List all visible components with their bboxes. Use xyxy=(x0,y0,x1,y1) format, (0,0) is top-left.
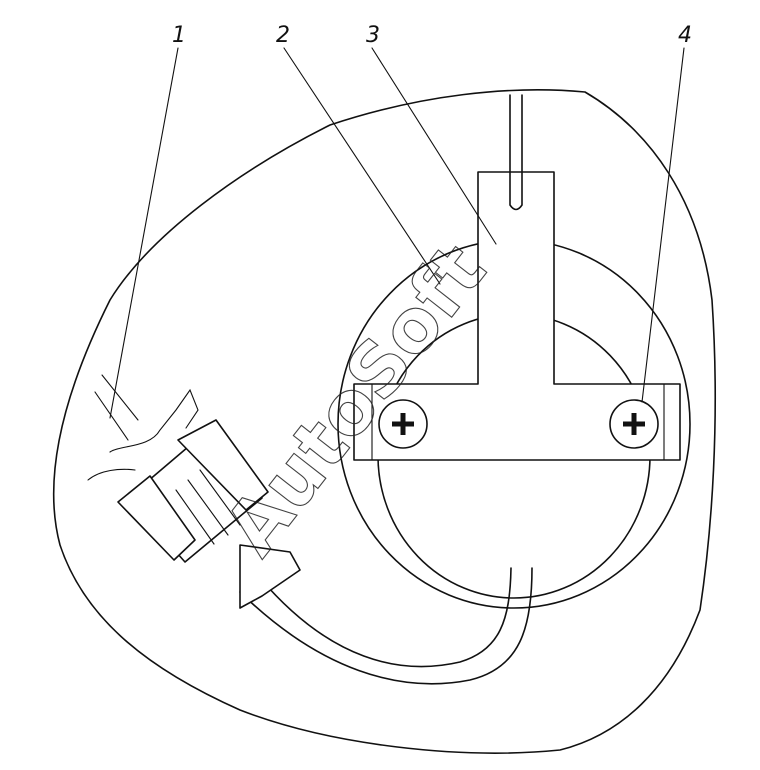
callout-3: 3 xyxy=(366,23,380,48)
leader-3 xyxy=(371,47,497,245)
sensor-cable xyxy=(259,567,512,668)
screw-right xyxy=(609,399,659,449)
connector-plug xyxy=(87,388,301,609)
bracket-slot xyxy=(509,94,523,211)
t-bracket xyxy=(353,171,681,461)
leader-4 xyxy=(641,47,685,403)
callout-1: 1 xyxy=(172,23,186,48)
housing-outline xyxy=(52,89,717,754)
left-wires xyxy=(94,374,139,441)
leader-2 xyxy=(283,47,441,285)
leader-1 xyxy=(109,47,179,419)
callout-2: 2 xyxy=(276,23,290,48)
screw-left xyxy=(378,399,428,449)
callout-4: 4 xyxy=(678,23,692,48)
